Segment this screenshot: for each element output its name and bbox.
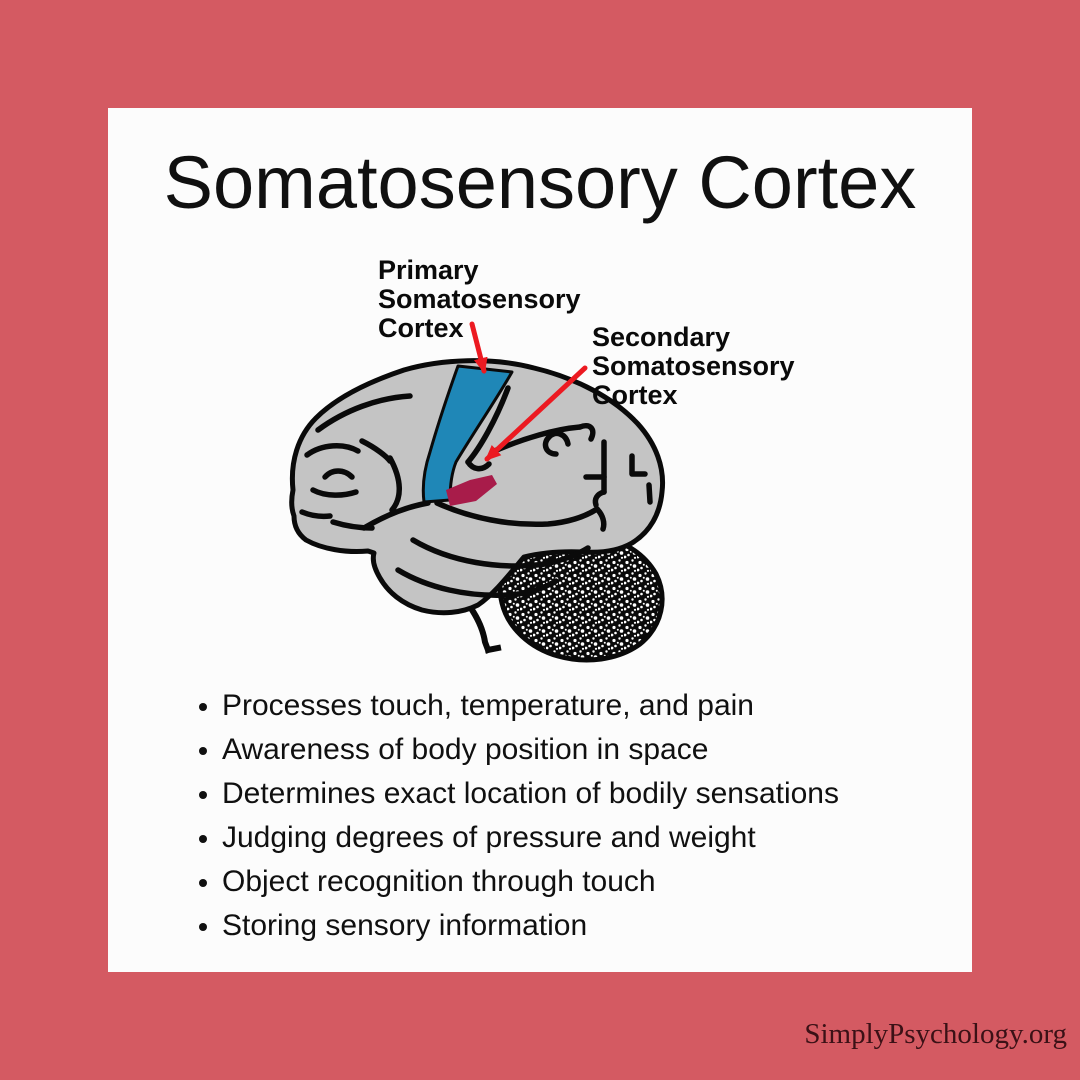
list-item: Determines exact location of bodily sens… xyxy=(193,772,913,816)
list-item: Judging degrees of pressure and weight xyxy=(193,816,913,860)
primary-somatosensory-label: Primary Somatosensory Cortex xyxy=(378,255,581,343)
list-item: Storing sensory information xyxy=(193,904,913,948)
functions-list: Processes touch, temperature, and pain A… xyxy=(193,684,913,948)
list-item: Processes touch, temperature, and pain xyxy=(193,684,913,728)
watermark: SimplyPsychology.org xyxy=(804,1018,1067,1050)
list-item: Awareness of body position in space xyxy=(193,728,913,772)
list-item: Object recognition through touch xyxy=(193,860,913,904)
page-title: Somatosensory Cortex xyxy=(163,141,917,224)
secondary-somatosensory-label: Secondary Somatosensory Cortex xyxy=(592,322,795,410)
